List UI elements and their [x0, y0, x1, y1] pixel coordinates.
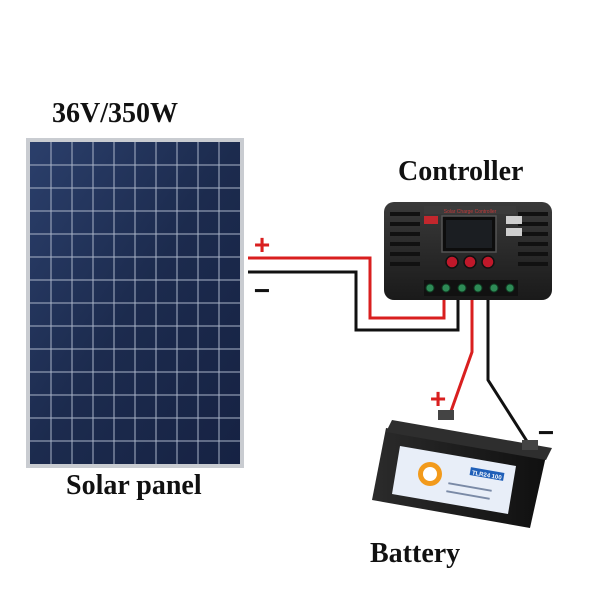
terminal-screw: [425, 283, 435, 293]
battery-top: [386, 420, 552, 460]
controller-header-text: Solar Charge Controller: [444, 209, 497, 215]
terminal-strip: [424, 280, 518, 296]
controller-screen-inner: [446, 220, 492, 248]
panel-minus-sign-icon: −: [254, 275, 270, 306]
panel-grid: [30, 142, 240, 464]
battery-negative-wire: [486, 300, 532, 447]
wires: [248, 256, 532, 447]
panel-plus-sign-icon: +: [254, 229, 270, 260]
battery-positive-wire: [448, 300, 474, 415]
battery-caption: Battery: [370, 538, 461, 569]
terminal-screw: [441, 283, 451, 293]
controller-right-fins: [518, 212, 548, 266]
battery: TLR24 100: [372, 410, 552, 528]
solar-panel-caption: Solar panel: [66, 470, 202, 501]
controller-button-middle: [463, 255, 477, 269]
terminal-screw: [505, 283, 515, 293]
battery-plus-sign-icon: +: [430, 383, 446, 414]
panel-rating-title: 36V/350W: [52, 98, 178, 129]
usb-port-icon: [506, 216, 522, 224]
battery-label-lines: [446, 482, 492, 500]
terminal-screw: [457, 283, 467, 293]
battery-badge-text: TLR24 100: [471, 470, 502, 481]
usb-port-icon: [506, 228, 522, 236]
panel-negative-wire: [248, 270, 460, 332]
battery-logo-inner: [423, 467, 437, 481]
charge-controller: Solar Charge Controller: [384, 202, 552, 300]
controller-header: [424, 206, 516, 214]
controller-title: Controller: [398, 156, 524, 187]
controller-button-left: [445, 255, 459, 269]
terminal-screw: [473, 283, 483, 293]
battery-negative-terminal: [522, 440, 538, 450]
panel-positive-wire: [248, 256, 446, 320]
controller-left-fins: [390, 212, 420, 266]
solar-panel: [26, 138, 244, 468]
battery-minus-sign-icon: −: [538, 417, 554, 448]
controller-badge: [424, 216, 438, 224]
controller-button-right: [481, 255, 495, 269]
battery-badge: [469, 467, 505, 481]
terminal-screw: [489, 283, 499, 293]
battery-positive-terminal: [438, 410, 454, 420]
terminals: [425, 283, 515, 293]
